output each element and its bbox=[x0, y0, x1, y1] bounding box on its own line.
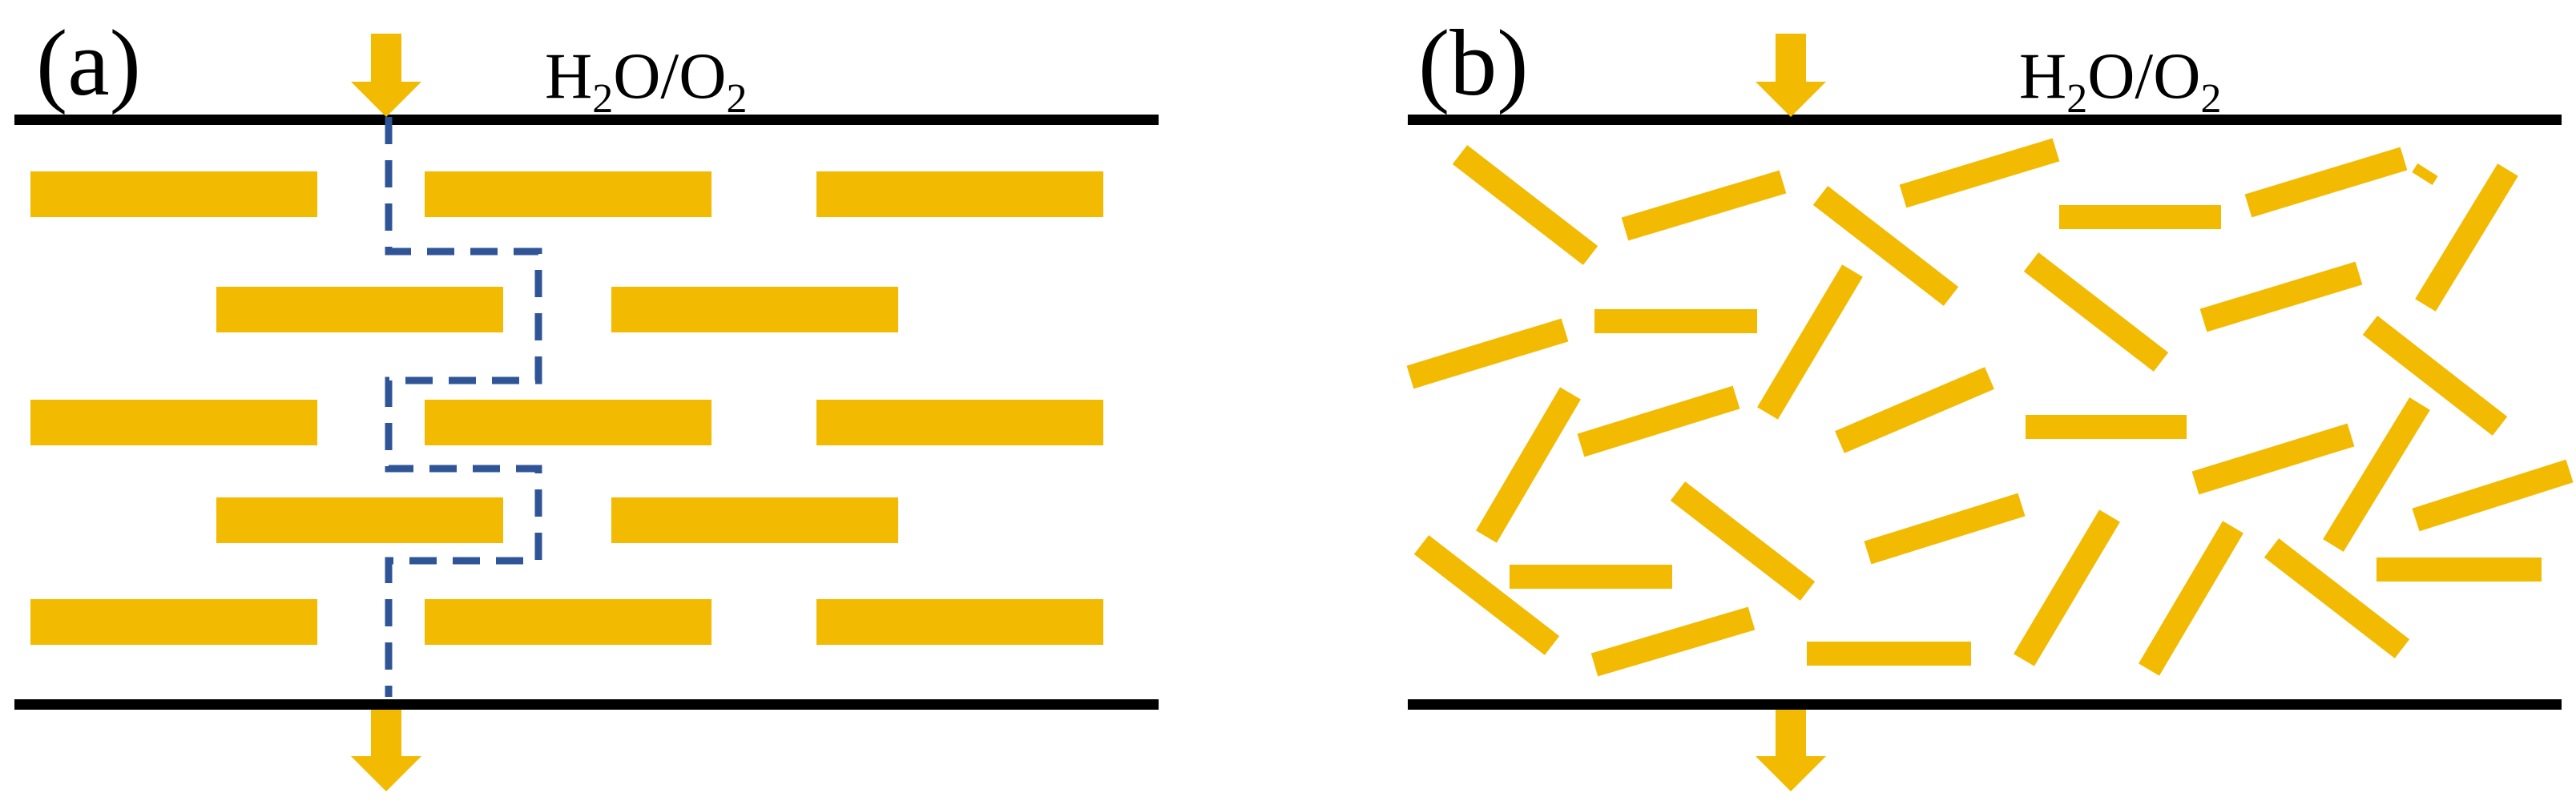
flake bbox=[2014, 509, 2120, 666]
permeant-sub-1: 2 bbox=[592, 76, 613, 122]
flake bbox=[30, 599, 317, 645]
flake bbox=[816, 400, 1103, 445]
random-flakes bbox=[1406, 138, 2574, 677]
flake bbox=[2023, 252, 2169, 372]
flake bbox=[2412, 459, 2574, 532]
panel-a: (a) H2O/O2 bbox=[14, 10, 1159, 791]
panel-a-inlet-arrow-icon bbox=[351, 34, 421, 117]
panel-a-bottom-membrane bbox=[14, 699, 1159, 710]
panel-a-permeant-label: H2O/O2 bbox=[545, 39, 747, 122]
flake bbox=[2415, 163, 2518, 312]
permeant-o-o: O/O bbox=[613, 39, 726, 112]
flake bbox=[1899, 138, 2060, 208]
flake bbox=[1406, 318, 1569, 389]
flake bbox=[1864, 493, 2026, 565]
flake bbox=[1590, 606, 1756, 677]
flake bbox=[2264, 538, 2410, 658]
permeant-h: H bbox=[2019, 39, 2066, 112]
flake bbox=[1757, 264, 1863, 420]
flake bbox=[30, 171, 317, 217]
flake bbox=[2199, 261, 2363, 332]
flake bbox=[30, 400, 317, 445]
panel-a-label: (a) bbox=[36, 10, 141, 115]
panel-b: (b) H2O/O2 bbox=[1406, 10, 2574, 791]
flake bbox=[425, 171, 712, 217]
flake bbox=[2412, 163, 2438, 186]
flake bbox=[2244, 147, 2408, 218]
flake bbox=[1413, 535, 1560, 655]
panel-b-inlet-arrow-icon bbox=[1756, 34, 1826, 117]
flake bbox=[1476, 387, 1581, 543]
panel-a-diffusion-path bbox=[385, 117, 542, 697]
flake bbox=[1452, 145, 1598, 265]
panel-b-top-membrane bbox=[1408, 115, 2562, 125]
flake bbox=[1812, 186, 1959, 306]
permeant-o-o: O/O bbox=[2087, 39, 2200, 112]
permeant-sub-1: 2 bbox=[2066, 76, 2087, 122]
flake bbox=[1621, 170, 1787, 241]
flake bbox=[216, 287, 503, 332]
panel-a-outlet-arrow-icon bbox=[351, 710, 421, 791]
flake bbox=[611, 287, 898, 332]
panel-b-label: (b) bbox=[1418, 10, 1529, 115]
flake bbox=[1670, 481, 1816, 601]
flake bbox=[2362, 316, 2508, 436]
flake bbox=[611, 497, 898, 543]
flake bbox=[2323, 397, 2430, 552]
panel-a-top-membrane bbox=[14, 115, 1159, 125]
flake bbox=[1835, 367, 1994, 453]
flake bbox=[2191, 423, 2355, 495]
panel-b-outlet-arrow-icon bbox=[1756, 710, 1826, 791]
panel-b-bottom-membrane bbox=[1408, 699, 2562, 710]
permeant-sub-2: 2 bbox=[2200, 76, 2221, 122]
permeant-h: H bbox=[545, 39, 592, 112]
flake bbox=[425, 599, 712, 645]
flake bbox=[816, 599, 1103, 645]
flake bbox=[425, 400, 712, 445]
flake bbox=[816, 171, 1103, 217]
flake bbox=[1577, 385, 1740, 457]
flake bbox=[2139, 521, 2243, 676]
flake bbox=[216, 497, 503, 543]
panel-b-permeant-label: H2O/O2 bbox=[2019, 39, 2221, 122]
permeant-sub-2: 2 bbox=[726, 76, 747, 122]
